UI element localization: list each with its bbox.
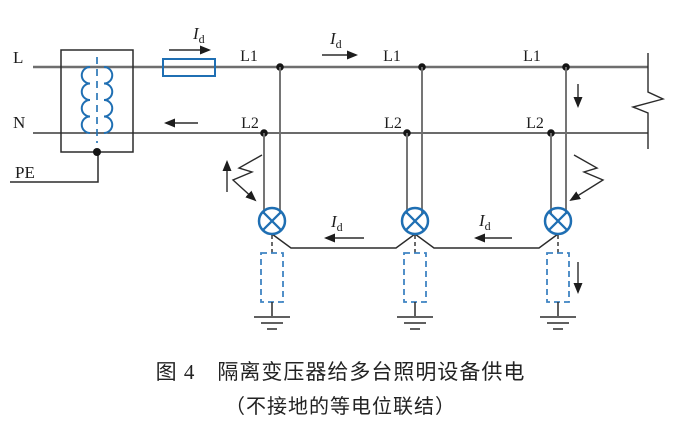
lamp-symbol-3 [543,206,573,236]
terminal-label-n: N [13,113,25,132]
phase-label-l2: L2 [526,115,544,132]
phase-label-l1: L1 [523,48,541,65]
current-arrows [164,45,583,294]
primary-winding [80,66,91,134]
earth-impedance-3 [540,235,576,330]
lamp-symbol-1 [257,206,287,236]
circuit-diagram: L N PE L1 L1 L1 L2 L2 L2 Id Id Id Id [10,24,666,330]
fault-arrow-right [569,154,605,202]
current-label-id: Id [192,24,205,46]
secondary-winding [103,66,114,134]
earth-ground-icon [397,316,433,330]
current-label-id: Id [330,212,343,234]
lamp-feed-wires [263,67,567,214]
phase-label-l1: L1 [240,48,258,65]
fuse-symbol [162,58,216,77]
figure-caption-title: 图 4 隔离变压器给多台照明设备供电 [155,360,526,384]
earth-impedance-1 [254,235,290,330]
figure-caption: 图 4 隔离变压器给多台照明设备供电 （不接地的等电位联结） [0,356,681,419]
earth-impedance-2 [397,235,433,330]
terminal-label-l: L [13,48,23,67]
earth-ground-icon [254,316,290,330]
fault-arrow-left [231,154,263,202]
current-label-id: Id [329,29,342,51]
lamp-symbol-2 [400,206,430,236]
phase-label-l2: L2 [241,115,259,132]
isolation-transformer-symbol [60,49,134,156]
terminal-label-pe: PE [15,163,35,182]
phase-label-l2: L2 [384,115,402,132]
pe-wire [10,152,99,183]
break-mark [630,53,666,149]
pe-junction-dot [93,148,101,156]
figure-caption-subtitle: （不接地的等电位联结） [225,396,456,418]
phase-label-l1: L1 [383,48,401,65]
current-label-id: Id [478,211,491,233]
earth-ground-icon [540,316,576,330]
